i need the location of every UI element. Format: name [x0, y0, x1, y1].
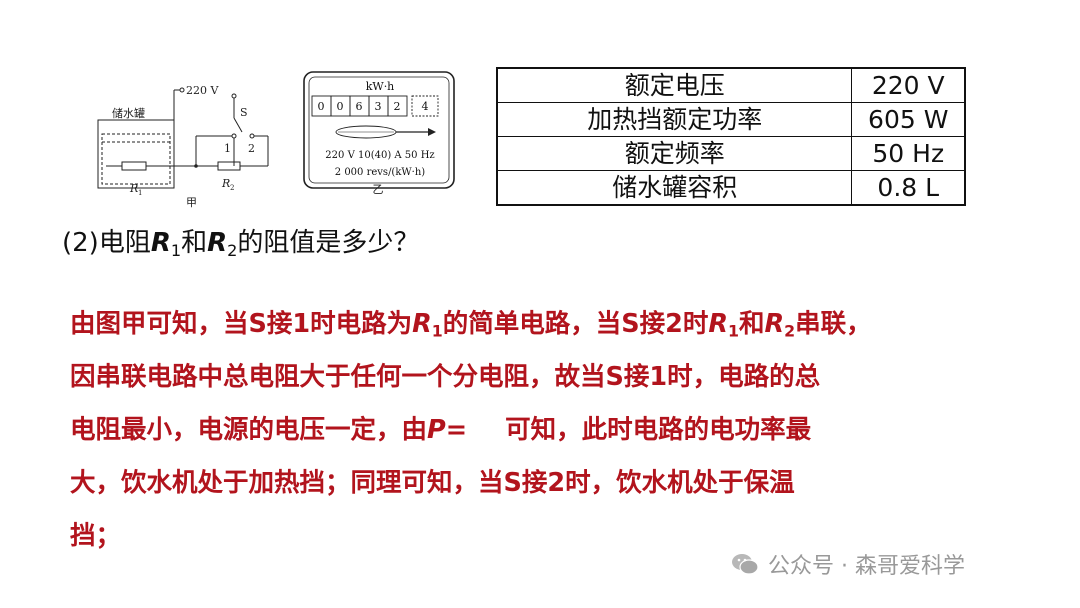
- answer-text-span: 由图甲可知，当S接1时电路为: [70, 309, 413, 339]
- meter-digit: 3: [375, 100, 382, 113]
- r2-subscript: 2: [230, 184, 234, 192]
- table-row: 加热挡额定功率 605 W: [496, 102, 966, 137]
- r1-label: R: [129, 182, 138, 195]
- meter-digit: 4: [422, 100, 429, 113]
- table-row: 额定频率 50 Hz: [496, 136, 966, 171]
- r2-label: R: [221, 177, 230, 190]
- formula-equals: =: [445, 415, 468, 445]
- spec-table: 额定电压 220 V 加热挡额定功率 605 W 额定频率 50 Hz 储水罐容…: [496, 67, 966, 206]
- question-r2: R: [207, 228, 228, 258]
- question-r1-subscript: 1: [170, 240, 182, 260]
- watermark-text: 公众号 · 森哥爱科学: [768, 554, 965, 579]
- figure-yi-caption: 乙: [373, 183, 384, 195]
- circuit-diagram-jia: 储水罐 220 V S 1 2 R 1 R 2 甲: [97, 84, 269, 209]
- answer-r1-subscript: 1: [431, 321, 443, 341]
- r1-subscript: 1: [138, 189, 142, 197]
- supply-voltage-label: 220 V: [186, 84, 219, 97]
- energy-meter-diagram-yi: kW·h 0 0 6 3 2 4 220 V 10(40) A 50 Hz 2 …: [303, 71, 455, 195]
- tank-label: 储水罐: [112, 106, 145, 120]
- question-text: (2)电阻R1和R2的阻值是多少？: [62, 222, 419, 260]
- answer-r1: R: [412, 309, 432, 339]
- spec-value: 605 W: [851, 102, 966, 137]
- spec-value: 50 Hz: [851, 136, 966, 171]
- spec-value: 0.8 L: [851, 170, 966, 206]
- answer-text-span: 可知，此时电路的电功率最: [505, 415, 812, 445]
- spec-key: 加热挡额定功率: [496, 102, 853, 137]
- meter-disc-icon: [335, 125, 436, 139]
- answer-r1: R: [708, 309, 728, 339]
- contact-1: [231, 133, 237, 139]
- spec-value: 220 V: [851, 67, 966, 103]
- table-row: 储水罐容积 0.8 L: [496, 170, 966, 206]
- spec-key: 储水罐容积: [496, 170, 853, 206]
- contact-2: [249, 133, 255, 139]
- meter-digit: 6: [356, 100, 363, 113]
- water-tank: [97, 119, 175, 189]
- meter-unit: kW·h: [366, 80, 395, 93]
- contact-1-label: 1: [224, 142, 231, 155]
- answer-line-1: 由图甲可知，当S接1时电路为R1的简单电路，当S接2时R1和R2串联，: [70, 298, 970, 351]
- meter-digit: 0: [318, 100, 325, 113]
- answer-line-3: 电阻最小，电源的电压一定，由P= 可知，此时电路的电功率最: [70, 404, 970, 457]
- answer-r2-subscript: 2: [784, 321, 796, 341]
- spec-key: 额定频率: [496, 136, 853, 171]
- spec-key: 额定电压: [496, 67, 853, 103]
- switch-label: S: [240, 106, 248, 119]
- answer-text-span: 串联，: [795, 309, 872, 339]
- answer-line-2: 因串联电路中总电阻大于任何一个分电阻，故当S接1时，电路的总: [70, 362, 821, 392]
- answer-line-4: 大，饮水机处于加热挡；同理可知，当S接2时，饮水机处于保温: [70, 468, 795, 498]
- answer-text: 由图甲可知，当S接1时电路为R1的简单电路，当S接2时R1和R2串联， 因串联电…: [70, 298, 970, 563]
- wechat-icon: [732, 554, 759, 575]
- resistor-r2: [217, 161, 241, 171]
- formula-p: P: [427, 415, 446, 445]
- answer-text-span: 的简单电路，当S接2时: [442, 309, 709, 339]
- meter-rating: 220 V 10(40) A 50 Hz: [325, 150, 434, 161]
- answer-line-5: 挡；: [70, 521, 122, 551]
- table-row: 额定电压 220 V: [496, 67, 966, 103]
- resistor-r1: [121, 161, 147, 171]
- question-r2-subscript: 2: [227, 240, 238, 260]
- question-prefix: (2)电阻: [62, 228, 151, 258]
- meter-digit: 0: [337, 100, 344, 113]
- meter-digit: 2: [394, 100, 401, 113]
- meter-constant: 2 000 revs/(kW·h): [335, 167, 426, 178]
- contact-2-label: 2: [248, 142, 255, 155]
- watermark: 公众号 · 森哥爱科学: [730, 548, 965, 580]
- question-suffix: 的阻值是多少？: [237, 228, 420, 258]
- figure-jia-caption: 甲: [186, 196, 197, 209]
- answer-text-span: 和: [739, 309, 765, 339]
- question-and: 和: [181, 228, 208, 258]
- question-r1: R: [150, 228, 171, 258]
- answer-text-span: 电阻最小，电源的电压一定，由: [70, 415, 428, 445]
- answer-r1-subscript: 1: [728, 321, 739, 341]
- answer-r2: R: [764, 309, 785, 339]
